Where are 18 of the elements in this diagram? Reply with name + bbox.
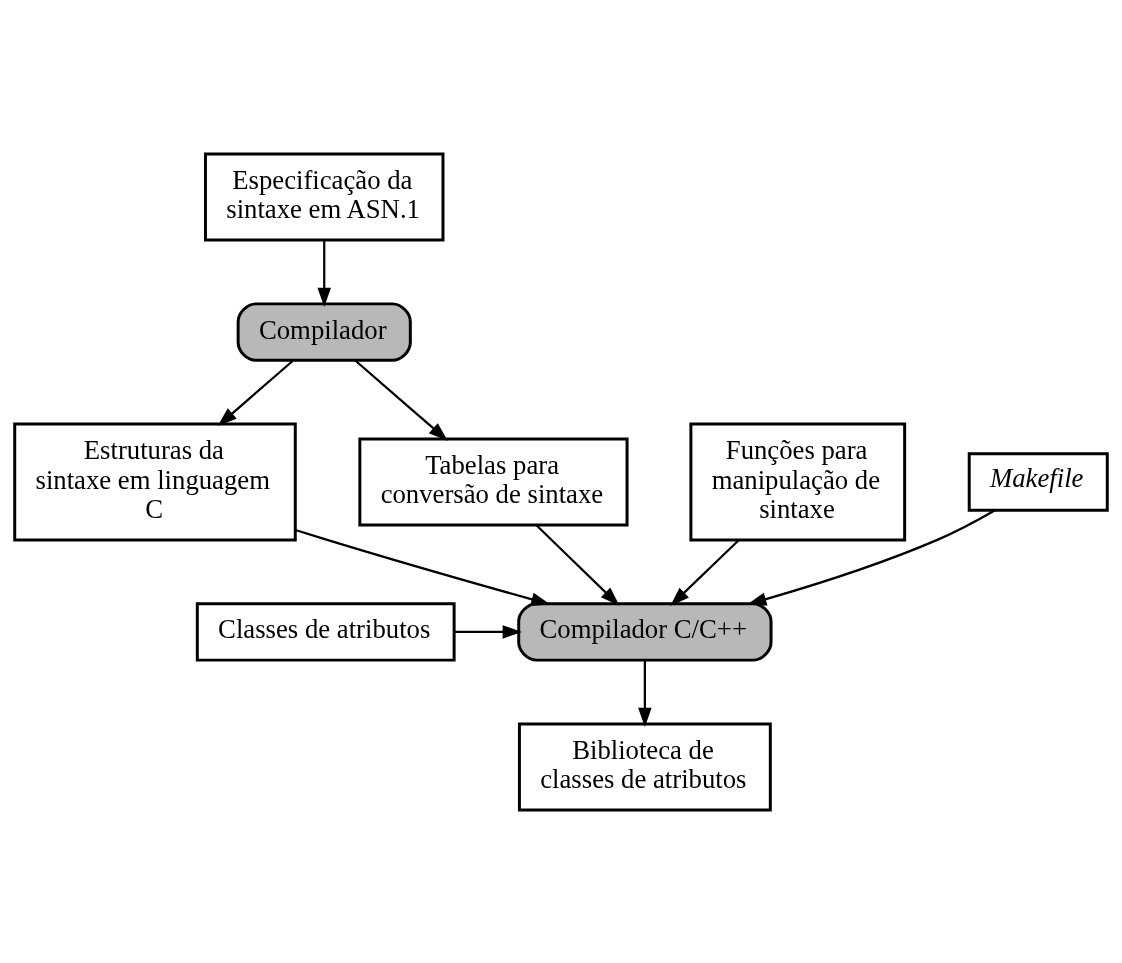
node-box: Funções para manipulação de sintaxe [689, 422, 907, 541]
node-box: Makefile [967, 451, 1109, 512]
arrow [535, 523, 620, 606]
arrow [295, 528, 551, 606]
node-box: Classes de atributos [195, 601, 456, 662]
node-box: Tabelas para conversão de sintaxe [358, 436, 629, 527]
arrow [670, 539, 740, 606]
arrow [747, 508, 996, 606]
node-box: Compilador C/C++ [517, 601, 773, 662]
arrow [638, 659, 652, 727]
node-box: Especificação da sintaxe em ASN.1 [204, 151, 445, 242]
arrow [217, 359, 294, 426]
node-box: Compilador [236, 301, 412, 362]
node-box: Biblioteca de classes de atributos [517, 721, 772, 812]
arrow [354, 359, 448, 441]
arrow [454, 624, 522, 639]
node-box: Estruturas da sintaxe em linguagem C [13, 422, 297, 541]
arrow [317, 239, 331, 307]
